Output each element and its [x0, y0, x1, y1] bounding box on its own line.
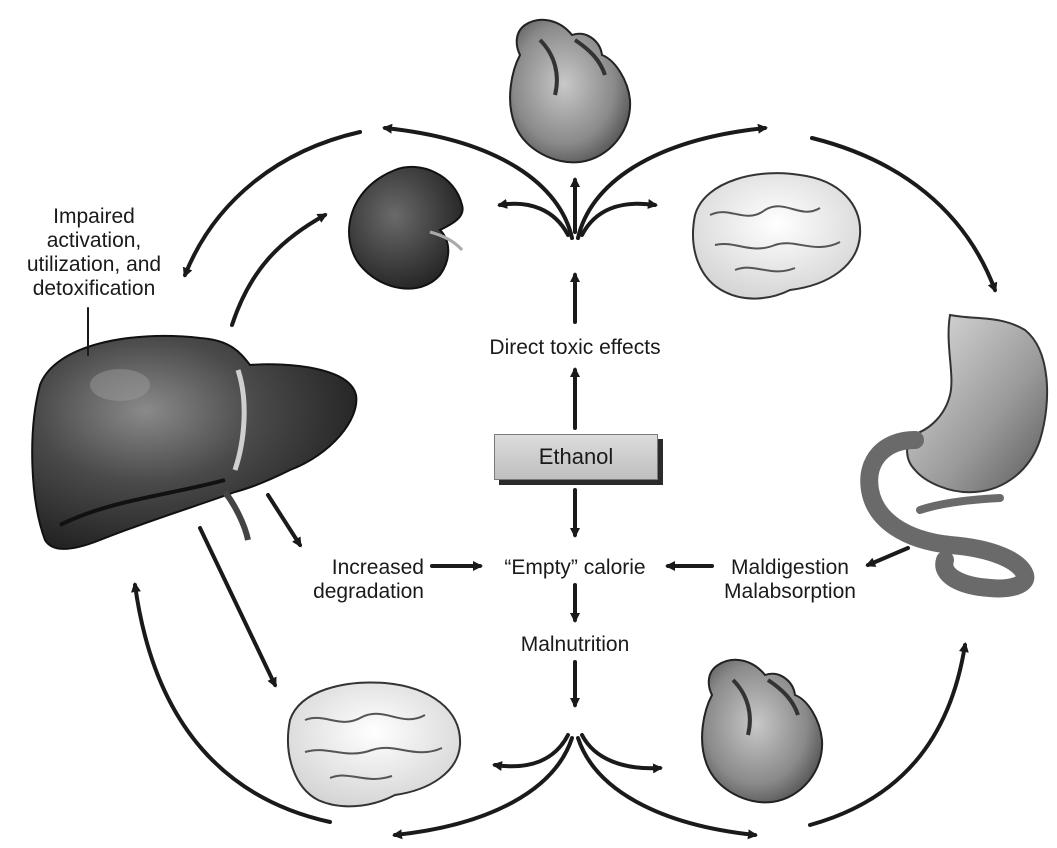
stomach-icon — [869, 315, 1047, 588]
impaired-line-1: Impaired — [4, 205, 184, 229]
brain-icon — [693, 173, 860, 298]
malabsorption-line: Malabsorption — [714, 580, 866, 604]
impaired-line-2: activation, — [4, 229, 184, 253]
kidney-icon — [349, 167, 463, 289]
arrow — [268, 495, 300, 545]
impaired-line-3: utilization, and — [4, 253, 184, 277]
direct-toxic-effects-label: Direct toxic effects — [468, 336, 682, 360]
increased-line-1: Increased — [290, 556, 424, 580]
maldigestion-line: Maldigestion — [714, 556, 866, 580]
impaired-label: Impaired activation, utilization, and de… — [4, 205, 184, 301]
malnutrition-label: Malnutrition — [495, 633, 655, 657]
heart-icon — [702, 660, 822, 803]
impaired-line-4: detoxification — [4, 277, 184, 301]
arrow — [200, 528, 275, 685]
increased-line-2: degradation — [290, 580, 424, 604]
arrow — [810, 645, 965, 825]
liver-icon — [32, 336, 356, 549]
increased-degradation-label: Increased degradation — [290, 556, 424, 604]
arrow — [582, 204, 655, 235]
empty-calorie-label: “Empty” calorie — [486, 556, 664, 580]
heart-icon — [510, 20, 630, 163]
ethanol-label: Ethanol — [539, 444, 614, 470]
arrow — [868, 548, 908, 565]
brain-icon — [288, 682, 460, 806]
arrow — [582, 735, 660, 768]
maldigestion-malabsorption-label: Maldigestion Malabsorption — [714, 556, 866, 604]
ethanol-box: Ethanol — [494, 434, 658, 480]
arrow — [495, 735, 568, 766]
arrow — [232, 215, 325, 325]
